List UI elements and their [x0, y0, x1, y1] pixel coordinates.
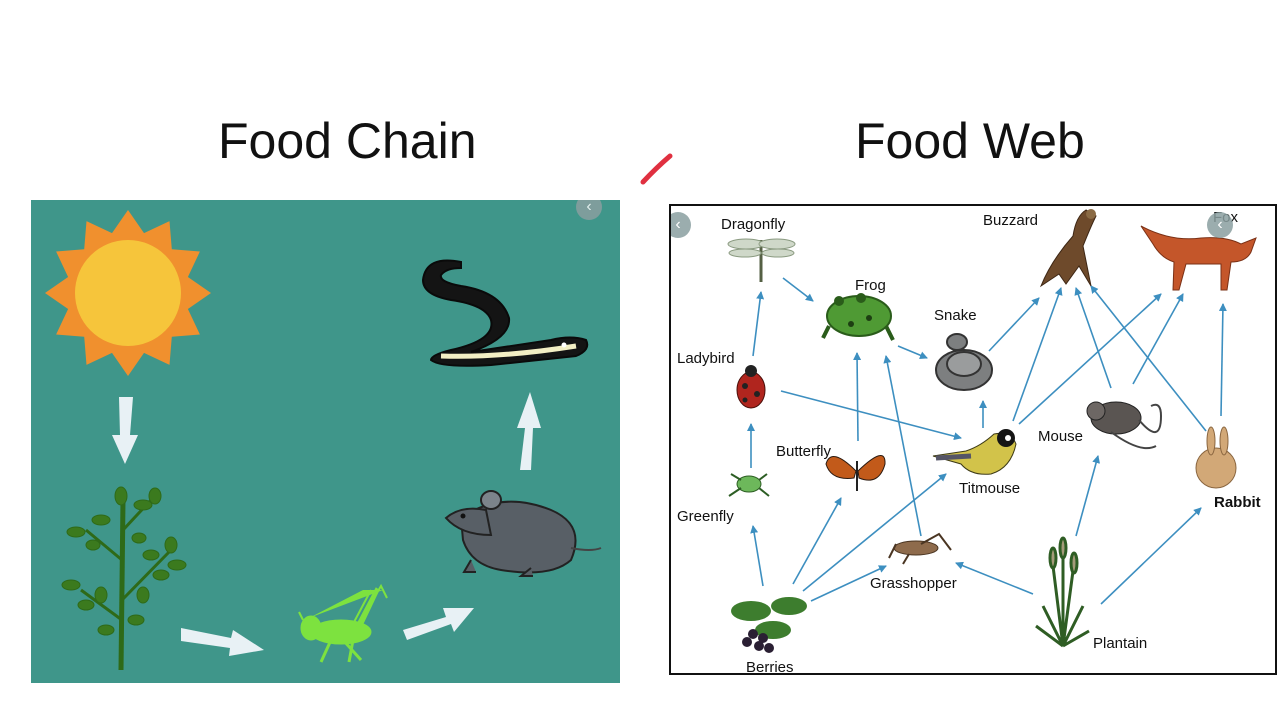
label-ladybird: Ladybird — [677, 350, 735, 367]
previous-button[interactable]: ‹ — [671, 212, 691, 238]
arrow-ladybird-to-titmouse — [780, 390, 962, 441]
label-greenfly: Greenfly — [677, 508, 734, 525]
food-web-title: Food Web — [855, 113, 1085, 169]
arrow-plantain-to-grasshopper — [955, 561, 1034, 595]
previous-button[interactable]: ‹ — [1207, 212, 1233, 238]
snake-icon — [421, 259, 589, 367]
arrow-right-icon — [181, 628, 264, 656]
sun-icon — [45, 210, 211, 376]
arrow-plantain-to-rabbit — [1100, 507, 1202, 605]
food-web-panel: Dragonfly Buzzard Fox Frog Snake Ladybir… — [669, 204, 1277, 675]
arrow-grasshopper-to-frog — [883, 355, 922, 537]
arrow-ladybird-to-dragonfly — [752, 291, 765, 357]
food-web-arrows — [747, 277, 1227, 605]
arrow-dragonfly-to-frog — [782, 277, 814, 302]
food-chain-diagram — [45, 210, 602, 671]
arrow-mouse-to-fox — [1132, 293, 1184, 385]
plantain-icon — [1035, 536, 1090, 648]
label-buzzard: Buzzard — [983, 212, 1039, 229]
arrow-snake-to-buzzard — [988, 297, 1040, 352]
label-berries: Berries — [746, 659, 794, 675]
plant-icon — [61, 486, 187, 671]
dragonfly-icon — [727, 238, 796, 282]
titmouse-icon — [932, 429, 1017, 475]
frog-icon — [821, 293, 895, 341]
grasshopper-icon — [888, 532, 952, 565]
arrow-frog-to-snake — [897, 345, 928, 360]
arrow-berries-to-titmouse — [802, 473, 947, 592]
previous-button[interactable]: ‹ — [576, 200, 602, 220]
label-titmouse: Titmouse — [959, 480, 1021, 497]
label-mouse: Mouse — [1038, 428, 1084, 445]
grasshopper-icon — [298, 583, 388, 663]
mouse-icon — [1086, 401, 1163, 450]
food-chain-panel: ‹ — [31, 200, 620, 683]
label-dragonfly: Dragonfly — [721, 216, 786, 233]
label-snake: Snake — [934, 307, 977, 324]
buzzard-icon — [1039, 209, 1097, 288]
arrow-rabbit-to-buzzard — [1090, 285, 1207, 432]
arrow-berries-to-grasshopper — [810, 565, 887, 602]
berries-icon — [731, 597, 807, 653]
arrow-titmouse-to-buzzard — [1012, 287, 1063, 422]
arrow-berries-to-greenfly — [750, 525, 764, 587]
arrow-down-icon — [112, 397, 138, 464]
butterfly-icon — [825, 455, 886, 491]
arrow-butterfly-to-frog — [853, 352, 862, 442]
arrow-berries-to-butterfly — [792, 497, 842, 585]
rabbit-icon — [1195, 426, 1237, 489]
label-plantain: Plantain — [1093, 635, 1148, 652]
food-web-diagram — [727, 209, 1257, 653]
arrow-plantain-to-mouse — [1075, 455, 1101, 537]
greenfly-icon — [728, 473, 770, 497]
arrow-right-icon — [403, 608, 474, 640]
snake-icon — [935, 333, 993, 391]
mouse-icon — [444, 490, 602, 577]
label-frog: Frog — [855, 277, 886, 294]
fox-icon — [1140, 225, 1257, 291]
label-grasshopper: Grasshopper — [870, 575, 957, 592]
arrow-up-icon — [517, 392, 541, 470]
label-butterfly: Butterfly — [776, 443, 832, 460]
food-chain-title: Food Chain — [218, 113, 477, 169]
ladybird-icon — [736, 365, 766, 409]
arrow-rabbit-to-fox — [1218, 303, 1227, 417]
arrow-mouse-to-buzzard — [1074, 287, 1112, 389]
label-rabbit: Rabbit — [1214, 494, 1261, 511]
arrow-titmouse-to-fox — [1018, 293, 1162, 425]
